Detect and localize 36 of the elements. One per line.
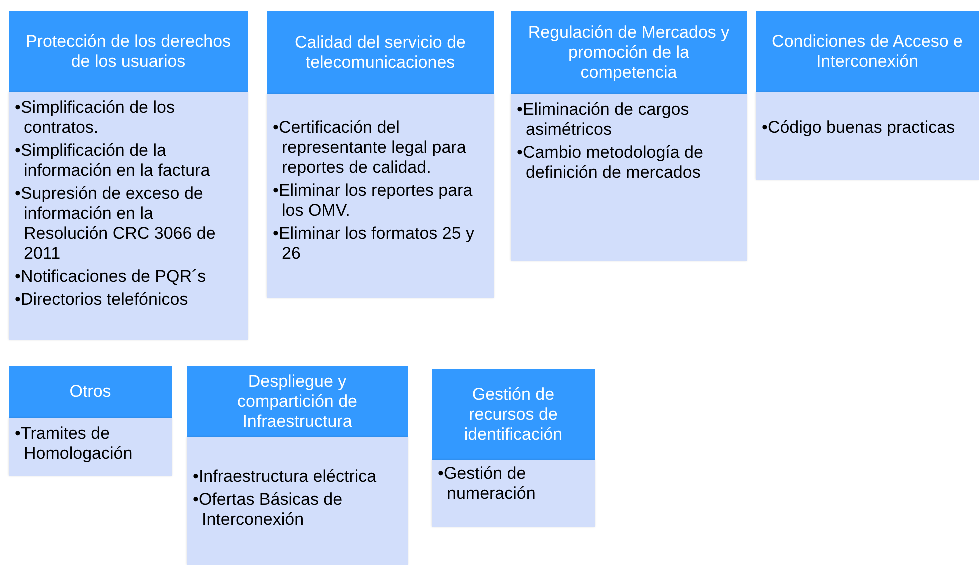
bullet-item: •Simplificación de los contratos. — [15, 98, 176, 138]
bullet-item: •Infraestructura eléctrica — [193, 467, 378, 487]
header-title: Regulación de Mercados y promoción de la competencia — [527, 22, 731, 82]
category-header — [187, 366, 408, 437]
bullet-item: •Tramites de Homologación — [15, 424, 134, 464]
header-title: Calidad del servicio de telecomunicaciones — [294, 32, 468, 72]
header-title: Otros — [70, 382, 112, 402]
bullet-item: •Cambio metodología de definición de mercados — [517, 143, 704, 183]
category-panel — [756, 92, 979, 180]
header-title: Protección de los derechos de los usuarios — [24, 32, 232, 72]
bullet-item: •Simplificación de la información en la factura — [15, 141, 212, 181]
category-header — [511, 11, 747, 94]
category-panel — [267, 94, 494, 298]
bullet-item: •Directorios telefónicos — [15, 290, 190, 310]
bullet-item: •Código buenas practicas — [762, 118, 956, 138]
category-panel — [432, 460, 595, 527]
category-panel — [9, 418, 172, 476]
header-title: Condiciones de Acceso e Interconexión — [771, 32, 964, 72]
category-header — [267, 11, 494, 94]
bullet-item: •Notificaciones de PQR´s — [15, 267, 208, 287]
header-title: Gestión de recursos de identificación — [463, 384, 564, 444]
category-panel — [511, 94, 747, 261]
category-panel — [9, 92, 248, 340]
bullet-item: •Supresión de exceso de información en la Resolución CRC 3066 de 2011 — [15, 184, 217, 264]
bullet-item: •Ofertas Básicas de Interconexión — [193, 490, 344, 530]
category-header — [756, 11, 979, 92]
bullet-item: •Eliminar los formatos 25 y 26 — [273, 224, 476, 264]
header-title: Despliegue y compartición de Infraestructura — [236, 372, 358, 432]
bullet-item: •Certificación del representante legal para reportes de calidad. — [273, 118, 468, 178]
bullet-item: •Eliminar los reportes para los OMV. — [273, 181, 474, 221]
category-header — [9, 366, 172, 418]
category-header — [432, 369, 595, 460]
bullet-item: •Eliminación de cargos asimétricos — [517, 100, 690, 140]
bullet-item: •Gestión de numeración — [438, 464, 537, 504]
category-panel — [187, 437, 408, 565]
category-header — [9, 11, 248, 92]
